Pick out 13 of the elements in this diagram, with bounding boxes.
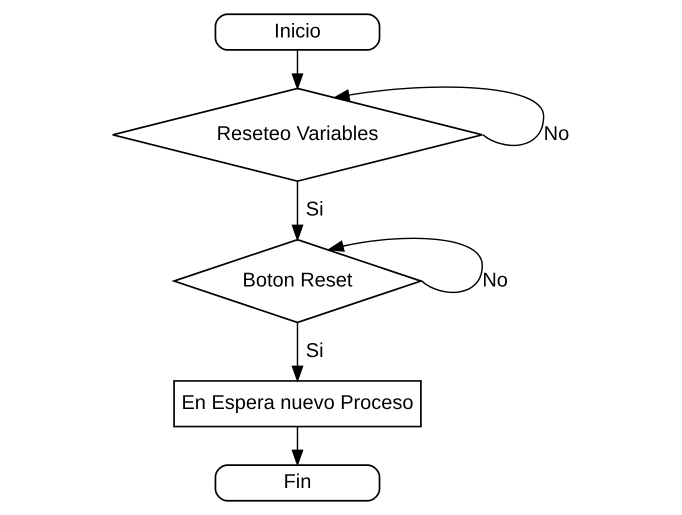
arrow <box>291 50 304 91</box>
edge-label: Si <box>306 340 324 362</box>
arrow <box>326 238 483 294</box>
arrow <box>332 86 544 146</box>
arrow <box>291 426 304 467</box>
arrow <box>291 323 304 383</box>
edge-label: No <box>482 269 508 292</box>
node-box: Fin <box>214 464 380 502</box>
node-box: En Espera nuevo Proceso <box>173 380 422 428</box>
edge-label: Si <box>306 198 324 221</box>
arrow <box>291 181 304 242</box>
edge-label: No <box>544 123 570 146</box>
node-box: Inicio <box>214 13 380 51</box>
